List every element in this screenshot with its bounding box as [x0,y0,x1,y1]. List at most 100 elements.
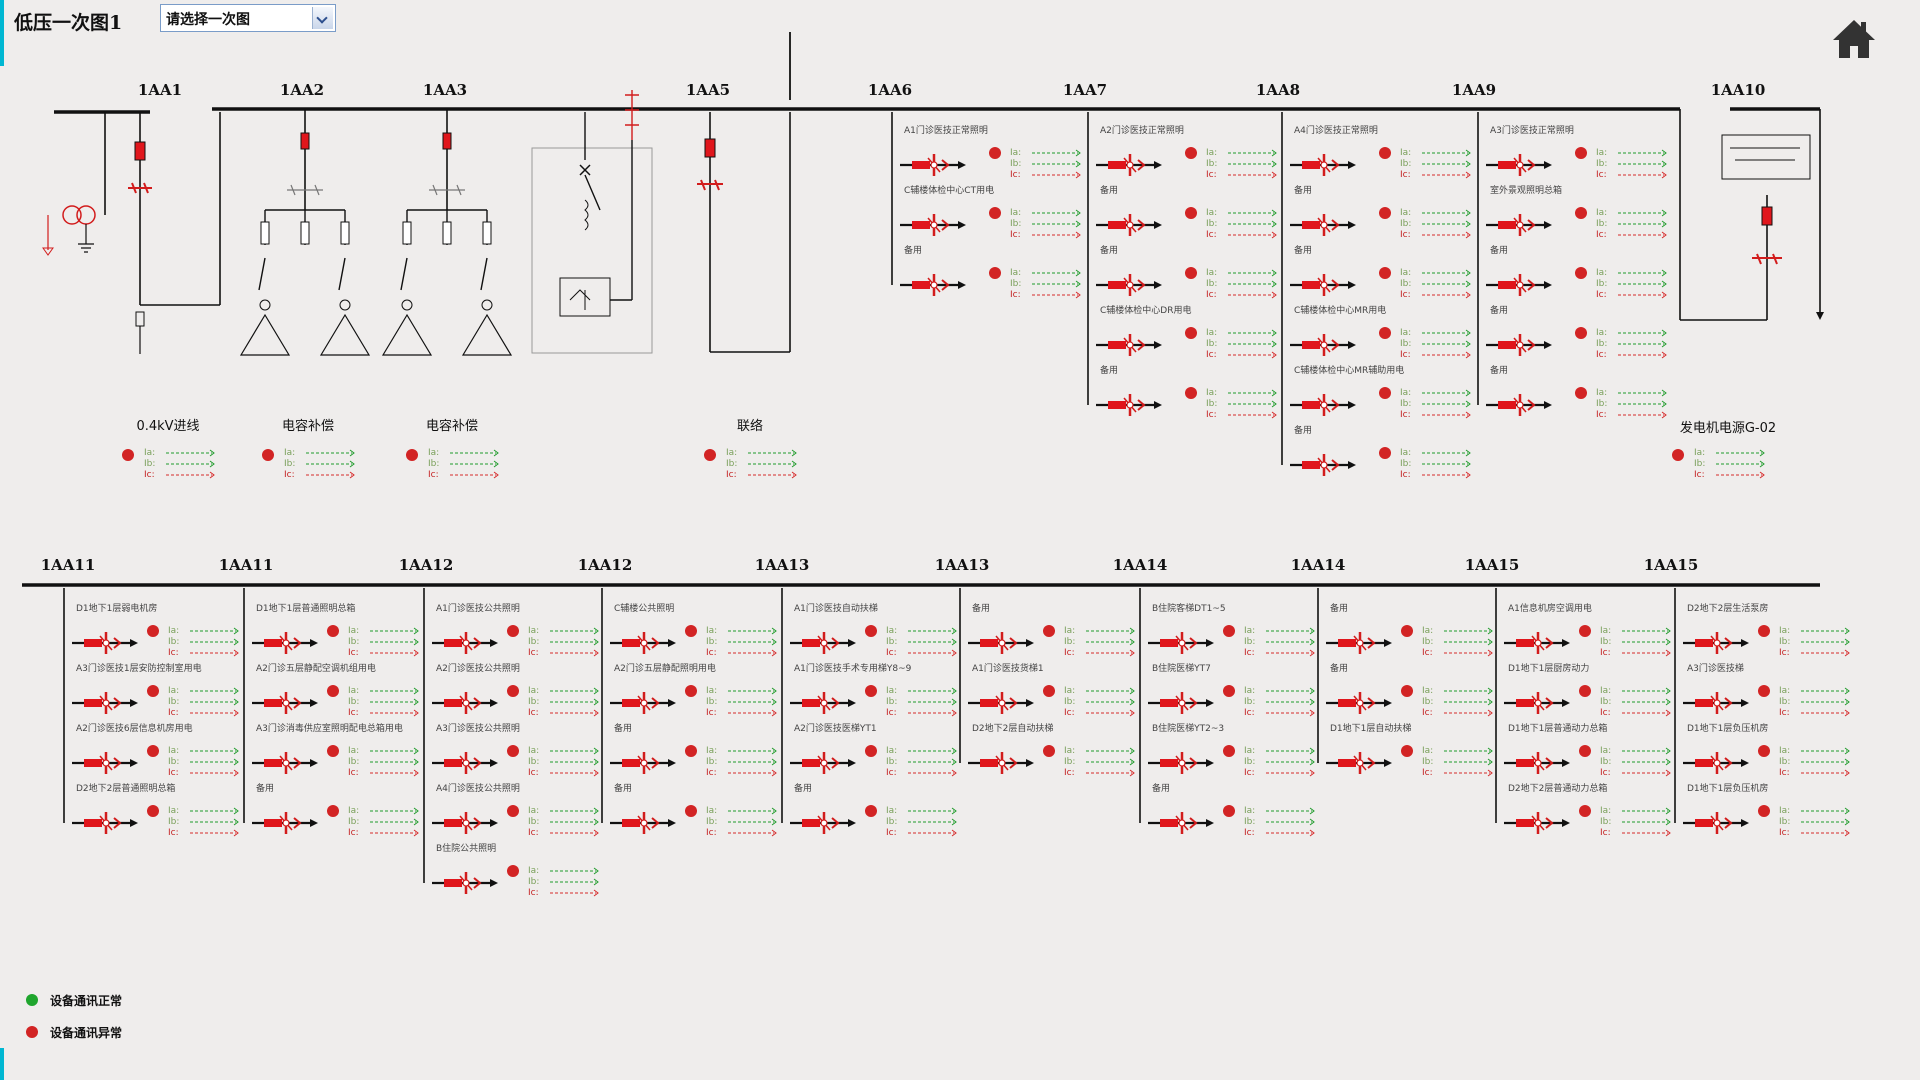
meter-arrow [1129,769,1135,777]
comm-status-dot [1575,327,1587,339]
feeder-label: A2门诊医技医梯YT1 [794,722,877,734]
feeder-breaker[interactable] [610,692,676,714]
breaker-chevron [1137,339,1146,351]
feeder-breaker[interactable] [1148,692,1214,714]
feeder-breaker[interactable] [1683,812,1749,834]
feeder-breaker[interactable] [1683,632,1749,654]
meter-label-ic: Ic: [1779,708,1790,718]
feeder-breaker[interactable] [900,154,966,176]
feeder-breaker[interactable] [72,632,138,654]
feeder-arrow [1348,401,1356,409]
feeder-breaker[interactable] [1486,214,1552,236]
feeder-breaker[interactable] [1096,394,1162,416]
feeder-breaker[interactable] [610,632,676,654]
feeder-breaker[interactable] [1290,334,1356,356]
cap-bank-2-fuse-link [442,221,452,245]
feeder-breaker[interactable] [1290,274,1356,296]
tie-breaker[interactable] [704,138,716,158]
feeder-breaker[interactable] [252,692,318,714]
feeder-breaker[interactable] [1504,632,1570,654]
feeder-breaker[interactable] [790,752,856,774]
meter-label-ib: Ib: [1206,219,1217,229]
meter-arrow [1487,627,1493,635]
feeder-breaker[interactable] [1148,812,1214,834]
feeder-breaker[interactable] [610,812,676,834]
breaker-chevron [293,637,302,649]
feeder-breaker[interactable] [1096,154,1162,176]
feeder-breaker[interactable] [252,632,318,654]
comm-status-dot [26,1026,38,1038]
feeder-label: C辅楼体检中心MR用电 [1294,304,1386,316]
breaker-contact [640,639,648,647]
gen-breaker[interactable] [1761,206,1773,226]
feeder-breaker[interactable] [1504,812,1570,834]
meter-label-ia: Ia: [528,746,539,756]
feeder-breaker[interactable] [790,812,856,834]
incoming-breaker[interactable] [134,141,146,161]
feeder-breaker[interactable] [1290,394,1356,416]
feeder-breaker[interactable] [968,692,1034,714]
feeder-breaker[interactable] [1326,752,1392,774]
comm-status-dot [1185,147,1197,159]
feeder-breaker[interactable] [1504,692,1570,714]
feeder-breaker[interactable] [1326,632,1392,654]
feeder-breaker[interactable] [1486,394,1552,416]
feeder-breaker[interactable] [1096,214,1162,236]
feeder-breaker[interactable] [610,752,676,774]
feeder-breaker[interactable] [900,274,966,296]
meter-arrow [1487,747,1493,755]
feeder-breaker[interactable] [968,752,1034,774]
feeder-breaker[interactable] [1486,274,1552,296]
feeder-breaker[interactable] [1096,274,1162,296]
feeder-breaker[interactable] [72,812,138,834]
feeder-breaker[interactable] [252,812,318,834]
feeder-breaker[interactable] [1683,692,1749,714]
feeder-breaker[interactable] [72,752,138,774]
feeder-breaker[interactable] [72,692,138,714]
feeder-breaker[interactable] [790,692,856,714]
chevron-down-icon[interactable] [312,7,333,29]
feeder-breaker[interactable] [1148,632,1214,654]
diagram-selector[interactable]: 请选择一次图 [160,4,336,32]
home-icon[interactable] [1830,16,1878,60]
feeder-breaker[interactable] [1290,454,1356,476]
feeder-breaker[interactable] [432,872,498,894]
feeder-arrow [1348,161,1356,169]
meter-arrow [1661,411,1667,419]
feeder-breaker[interactable] [1326,692,1392,714]
feeder-breaker[interactable] [432,812,498,834]
feeder-breaker[interactable] [1486,154,1552,176]
breaker-red-block [264,819,282,827]
meter-label-ic: Ic: [1206,170,1217,180]
meter-arrow [349,460,355,468]
feeder-breaker[interactable] [1290,214,1356,236]
feeder-breaker[interactable] [1683,752,1749,774]
feeder-breaker[interactable] [1096,334,1162,356]
feeder-breaker[interactable] [252,752,318,774]
feeder-breaker[interactable] [1504,752,1570,774]
feeder-breaker[interactable] [432,632,498,654]
feeder-label: A2门诊医技公共照明 [436,662,520,674]
meter-label-ic: Ic: [1596,230,1607,240]
meter-label-ia: Ia: [348,806,359,816]
cap-bank-1-breaker[interactable] [300,132,310,150]
meter-label-ib: Ib: [348,817,359,827]
meter-arrow [1465,471,1471,479]
meter-label-ib: Ib: [144,459,155,469]
breaker-red-block [84,699,102,707]
feeder-breaker[interactable] [1148,752,1214,774]
meter-label-ic: Ic: [1064,708,1075,718]
cap-bank-2-breaker[interactable] [442,132,452,150]
meter-arrow [1759,460,1765,468]
feeder-breaker[interactable] [432,752,498,774]
feeder-breaker[interactable] [432,692,498,714]
feeder-breaker[interactable] [1486,334,1552,356]
feeder-breaker[interactable] [968,632,1034,654]
cabinet-label: 1AA3 [423,81,467,99]
meter-label-ia: Ia: [1600,746,1611,756]
feeder-breaker[interactable] [900,214,966,236]
feeder-breaker[interactable] [790,632,856,654]
breaker-chevron [1724,637,1733,649]
feeder-breaker[interactable] [1290,154,1356,176]
feeder-arrow [1026,699,1034,707]
